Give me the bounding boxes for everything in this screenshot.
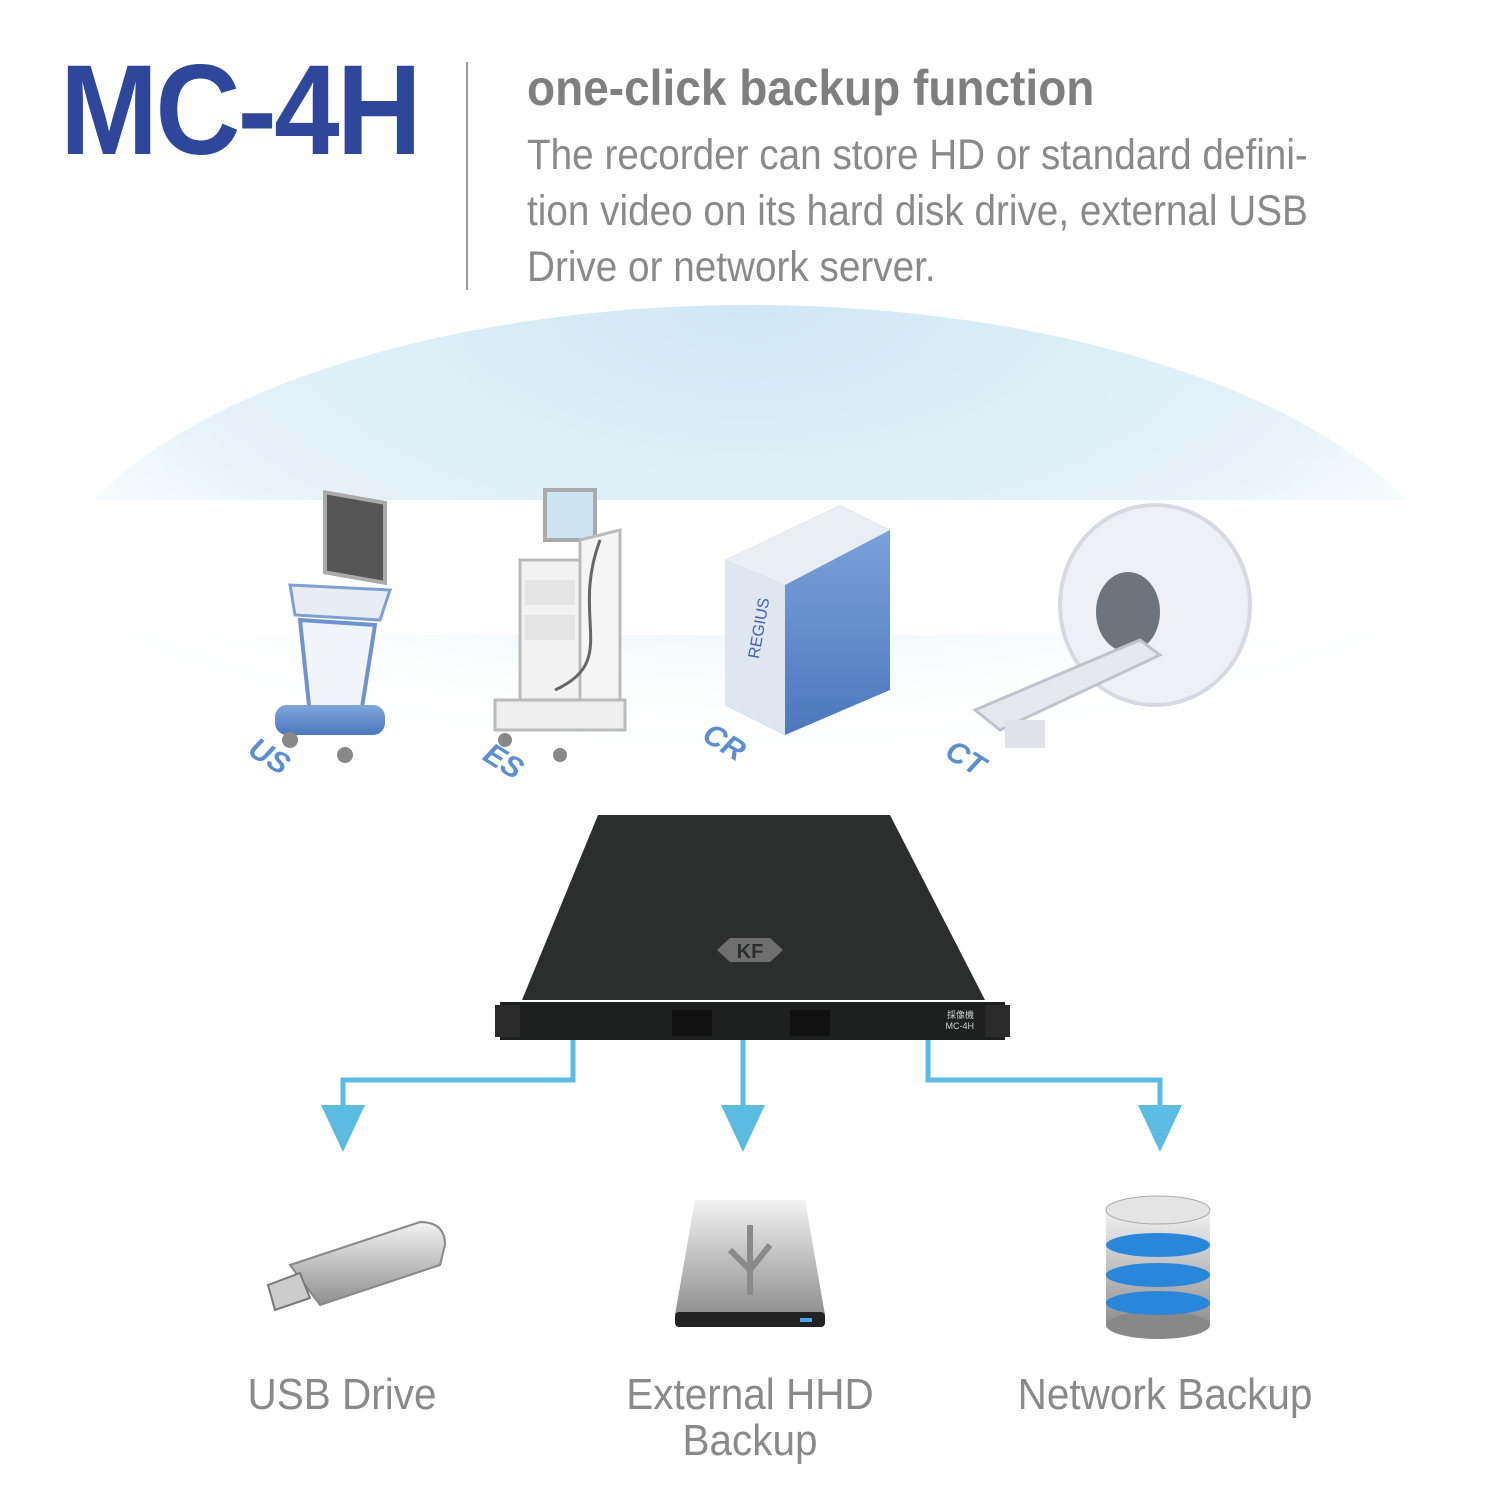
description-line: tion video on its hard disk drive, exter…: [527, 187, 1308, 235]
cr-reader-icon: REGIUS: [725, 505, 890, 735]
database-icon: [1105, 1195, 1211, 1339]
endoscope-icon: [493, 488, 627, 762]
svg-text:KF: KF: [737, 941, 764, 963]
label-network-backup: Network Backup: [1017, 1370, 1313, 1419]
description-line: The recorder can store HD or standard de…: [527, 131, 1308, 179]
label-external-hdd: External HHD Backup: [626, 1370, 874, 1465]
label-usb-drive: USB Drive: [247, 1370, 437, 1419]
feature-description: The recorder can store HD or standard de…: [527, 127, 1391, 295]
ultrasound-icon: [275, 489, 393, 763]
ct-scanner-icon: [972, 503, 1252, 748]
model-title: MC-4H: [60, 39, 422, 182]
arrow-usb: [340, 1040, 576, 1115]
arrows: [340, 1040, 1163, 1115]
feature-heading: one-click backup function: [527, 60, 1095, 116]
recorder-panel-text: 採像機 MC-4H: [945, 1010, 975, 1031]
divider: [466, 62, 468, 290]
usb-drive-icon: [266, 1220, 447, 1312]
arrow-network: [925, 1040, 1163, 1115]
description-line: Drive or network server.: [527, 243, 936, 291]
recorder-device: KF: [495, 815, 1010, 1040]
external-hdd-icon: [675, 1200, 825, 1327]
